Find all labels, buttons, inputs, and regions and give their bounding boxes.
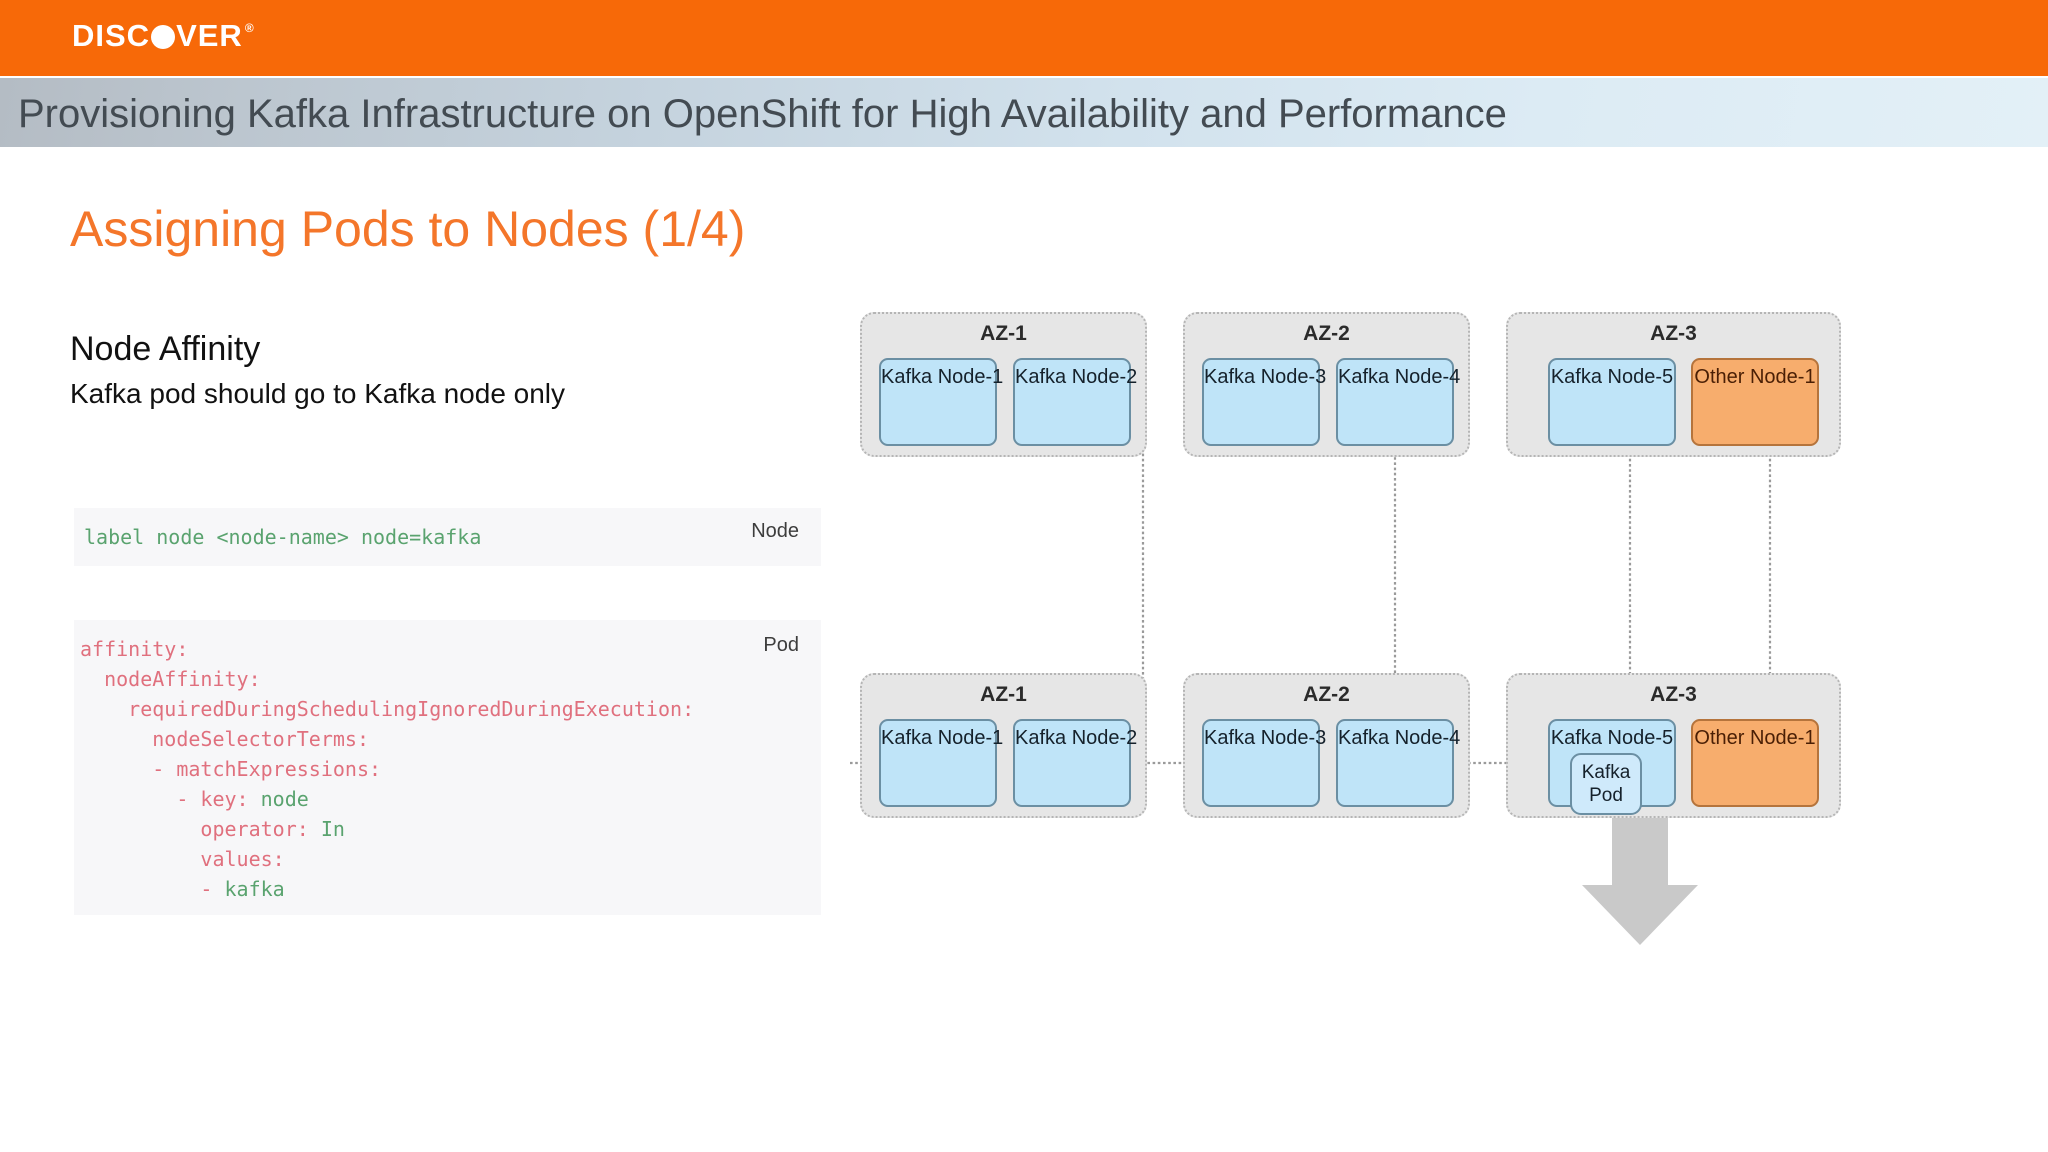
az-group-after-1: AZ-1 Kafka Node-1 Kafka Node-2 bbox=[860, 673, 1147, 818]
node-kafka-node-5-after[interactable]: Kafka Node-5 Kafka Pod bbox=[1548, 719, 1676, 815]
node-kafka-node-1-after[interactable]: Kafka Node-1 bbox=[879, 719, 1004, 807]
node-kafka-node-3[interactable]: Kafka Node-3 bbox=[1202, 358, 1327, 446]
code-line: - kafka bbox=[80, 874, 694, 904]
node-kafka-node-1[interactable]: Kafka Node-1 bbox=[879, 358, 1004, 446]
code-token: operator bbox=[80, 817, 297, 841]
code-token: : bbox=[296, 817, 321, 841]
az-group-after-2: AZ-2 Kafka Node-3 Kafka Node-4 bbox=[1183, 673, 1470, 818]
pod-label-line1: Kafka bbox=[1581, 761, 1631, 783]
code-token: affinity bbox=[80, 637, 177, 661]
code-line: values: bbox=[80, 844, 694, 874]
node-label: Kafka Node-5 bbox=[1550, 366, 1674, 388]
az-group-before-3: AZ-3 Kafka Node-5 Other Node-1 bbox=[1506, 312, 1841, 457]
brand-bar: DISC VER ® bbox=[0, 0, 2048, 76]
code-block-pod-content: affinity: nodeAffinity: requiredDuringSc… bbox=[80, 634, 694, 904]
code-token: : bbox=[248, 667, 261, 691]
kafka-pod-placed[interactable]: Kafka Pod bbox=[1570, 753, 1642, 815]
code-token: label node <node-name> node=kafka bbox=[84, 525, 482, 549]
node-kafka-node-3-after[interactable]: Kafka Node-3 bbox=[1202, 719, 1327, 807]
title-band: Provisioning Kafka Infrastructure on Ope… bbox=[0, 78, 2048, 150]
node-label: Kafka Node-3 bbox=[1204, 727, 1327, 749]
node-label: Kafka Node-2 bbox=[1015, 727, 1138, 749]
code-token: matchExpressions bbox=[176, 757, 369, 781]
az-group-after-3: AZ-3 Kafka Node-5 Kafka Pod Other Node-1 bbox=[1506, 673, 1841, 818]
node-kafka-node-2-after[interactable]: Kafka Node-2 bbox=[1013, 719, 1138, 807]
slide-heading: Assigning Pods to Nodes (1/4) bbox=[70, 201, 746, 257]
code-token: - bbox=[80, 877, 225, 901]
code-line: operator: In bbox=[80, 814, 694, 844]
code-block-node-tag: Node bbox=[751, 520, 799, 542]
code-token: : bbox=[176, 637, 189, 661]
code-line: - key: node bbox=[80, 784, 694, 814]
code-token: kafka bbox=[224, 877, 285, 901]
code-token: values bbox=[80, 847, 273, 871]
node-label: Kafka Node-5 bbox=[1550, 727, 1674, 749]
code-block-pod: affinity: nodeAffinity: requiredDuringSc… bbox=[74, 620, 821, 915]
az-group-before-2: AZ-2 Kafka Node-3 Kafka Node-4 bbox=[1183, 312, 1470, 457]
az-label: AZ-2 bbox=[1303, 683, 1350, 706]
slide-subheading: Node Affinity bbox=[70, 330, 261, 368]
down-arrow-icon bbox=[1582, 812, 1698, 945]
discover-logo: DISC VER ® bbox=[72, 18, 255, 54]
code-token: : bbox=[682, 697, 695, 721]
node-label: Kafka Node-2 bbox=[1015, 366, 1138, 388]
az-group-before-1: AZ-1 Kafka Node-1 Kafka Node-2 bbox=[860, 312, 1147, 457]
page-title: Provisioning Kafka Infrastructure on Ope… bbox=[18, 92, 1507, 136]
node-kafka-node-4[interactable]: Kafka Node-4 bbox=[1336, 358, 1461, 446]
node-kafka-node-5[interactable]: Kafka Node-5 bbox=[1548, 358, 1676, 446]
logo-text-before: DISC bbox=[72, 18, 151, 53]
az-label: AZ-2 bbox=[1303, 322, 1350, 345]
az-label: AZ-1 bbox=[980, 683, 1027, 706]
code-line: nodeAffinity: bbox=[80, 664, 694, 694]
node-label: Kafka Node-4 bbox=[1338, 727, 1461, 749]
code-token: - bbox=[80, 757, 177, 781]
code-block-pod-tag: Pod bbox=[763, 634, 799, 656]
code-line: affinity: bbox=[80, 634, 694, 664]
code-token: : bbox=[236, 787, 261, 811]
node-label: Kafka Node-4 bbox=[1338, 366, 1461, 388]
registered-mark: ® bbox=[244, 21, 255, 35]
node-other-node-1-after[interactable]: Other Node-1 bbox=[1691, 719, 1819, 807]
slide-description: Kafka pod should go to Kafka node only bbox=[70, 378, 566, 409]
node-other-node-1[interactable]: Other Node-1 bbox=[1691, 358, 1819, 446]
logo-text-after: VER bbox=[176, 18, 243, 53]
code-block-node: label node <node-name> node=kafka Node bbox=[74, 508, 821, 566]
code-line: label node <node-name> node=kafka bbox=[84, 522, 481, 552]
architecture-diagram: AZ-1 Kafka Node-1 Kafka Node-2 AZ-2 Kafk… bbox=[850, 300, 2020, 980]
az-label: AZ-3 bbox=[1650, 322, 1697, 345]
code-token: nodeAffinity bbox=[80, 667, 249, 691]
code-token: requiredDuringSchedulingIgnoredDuringExe… bbox=[80, 697, 683, 721]
node-label: Kafka Node-1 bbox=[881, 727, 1004, 749]
code-line: nodeSelectorTerms: bbox=[80, 724, 694, 754]
az-label: AZ-1 bbox=[980, 322, 1027, 345]
code-line: - matchExpressions: bbox=[80, 754, 694, 784]
node-kafka-node-4-after[interactable]: Kafka Node-4 bbox=[1336, 719, 1461, 807]
code-token: : bbox=[272, 847, 285, 871]
pod-label-line2: Pod bbox=[1589, 785, 1623, 806]
code-line: requiredDuringSchedulingIgnoredDuringExe… bbox=[80, 694, 694, 724]
code-token: - bbox=[80, 787, 201, 811]
az-label: AZ-3 bbox=[1650, 683, 1697, 706]
node-label: Kafka Node-3 bbox=[1204, 366, 1327, 388]
code-token: : bbox=[368, 757, 382, 781]
code-token: nodeSelectorTerms bbox=[80, 727, 357, 751]
node-label: Other Node-1 bbox=[1694, 366, 1816, 388]
node-label: Other Node-1 bbox=[1694, 727, 1816, 749]
code-token: In bbox=[320, 817, 345, 841]
code-block-node-content: label node <node-name> node=kafka bbox=[84, 522, 481, 552]
node-label: Kafka Node-1 bbox=[881, 366, 1004, 388]
code-token: key bbox=[200, 787, 237, 811]
discover-logo-circle-icon bbox=[151, 25, 176, 49]
node-kafka-node-2[interactable]: Kafka Node-2 bbox=[1013, 358, 1138, 446]
code-token: node bbox=[260, 787, 309, 811]
code-token: : bbox=[356, 727, 369, 751]
